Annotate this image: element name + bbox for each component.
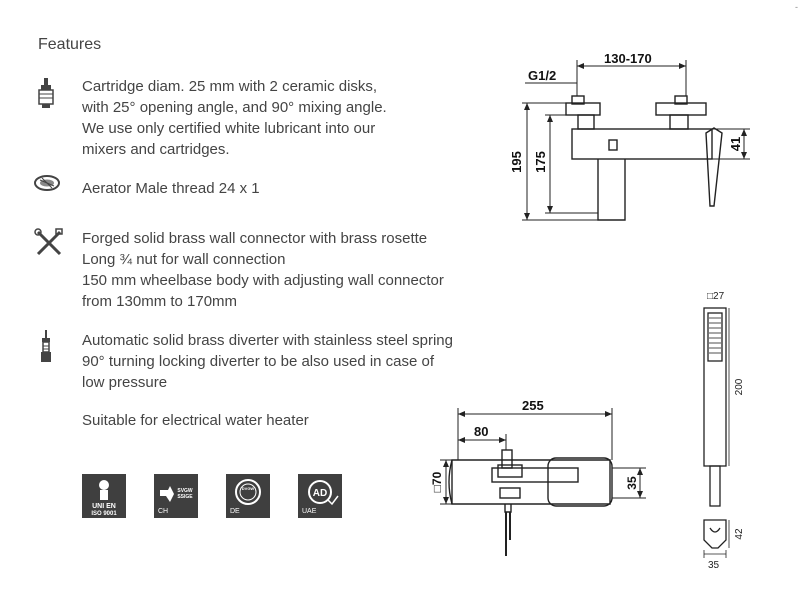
tools-icon — [34, 228, 64, 263]
dim-hand-square: □27 — [707, 291, 725, 302]
cert-logo-text: AD — [313, 488, 327, 499]
cert-svgw: SVGW SSIGE CH — [154, 474, 198, 518]
corner-mark: - — [795, 2, 798, 12]
diverter-icon — [40, 330, 52, 371]
feature-line: 150 mm wheelbase body with adjusting wal… — [82, 272, 444, 289]
dim-spacing: 130-170 — [604, 51, 652, 66]
hand-shower-drawing — [703, 307, 730, 558]
cert-label: DE — [230, 508, 240, 515]
dim-thread: G1/2 — [528, 68, 556, 83]
cert-ad: AD UAE — [298, 474, 342, 518]
top-view-drawing — [440, 408, 646, 556]
feature-line: 90° turning locking diverter to be also … — [82, 353, 435, 370]
dim-offset: 80 — [474, 424, 488, 439]
dim-height-right: 41 — [728, 137, 743, 151]
cert-logo-text: SVGW — [177, 488, 193, 494]
feature-line: Aerator Male thread 24 x 1 — [82, 180, 260, 197]
feature-line: Forged solid brass wall connector with b… — [82, 230, 428, 247]
feature-line: Cartridge diam. 25 mm with 2 ceramic dis… — [82, 78, 378, 95]
feature-heater: Suitable for electrical water heater — [82, 410, 309, 431]
page-title: Features — [38, 36, 102, 53]
front-view-drawing — [522, 60, 750, 221]
feature-cartridge: Cartridge diam. 25 mm with 2 ceramic dis… — [82, 76, 387, 160]
feature-aerator: Aerator Male thread 24 x 1 — [82, 178, 260, 199]
cert-dvgw: DVGW DE — [226, 474, 270, 518]
feature-line: from 130mm to 170mm — [82, 293, 238, 310]
dim-height-mid: 175 — [533, 151, 548, 173]
cert-label: UAE — [302, 508, 317, 515]
dim-depth: 35 — [625, 476, 639, 490]
dim-height-total: 195 — [509, 151, 524, 173]
dim-length: 255 — [522, 398, 544, 413]
feature-diverter: Automatic solid brass diverter with stai… — [82, 330, 453, 393]
feature-line: We use only certified white lubricant in… — [82, 120, 376, 137]
feature-line: mixers and cartridges. — [82, 141, 230, 158]
feature-line: Suitable for electrical water heater — [82, 412, 309, 429]
feature-line: Long ¾ nut for wall connection — [82, 251, 286, 268]
dim-square: □70 — [430, 471, 444, 492]
cert-logo-text: ISO 9001 — [91, 511, 117, 517]
aerator-icon — [34, 174, 60, 197]
feature-line: Automatic solid brass diverter with stai… — [82, 332, 453, 349]
feature-line: low pressure — [82, 374, 168, 391]
cert-logo-text: SSIGE — [177, 494, 193, 500]
feature-connector: Forged solid brass wall connector with b… — [82, 228, 444, 312]
cert-label: CH — [158, 508, 169, 515]
cert-uni-en-iso-9001: UNI EN ISO 9001 — [82, 474, 126, 518]
dim-holder-width: 35 — [708, 560, 720, 571]
cert-logo-text: DVGW — [242, 486, 255, 491]
dim-holder-height: 42 — [734, 528, 745, 540]
feature-line: with 25° opening angle, and 90° mixing a… — [82, 99, 387, 116]
cartridge-icon — [38, 78, 54, 121]
cert-logo-text: UNI EN — [92, 503, 116, 510]
dim-hand-length: 200 — [734, 378, 745, 395]
